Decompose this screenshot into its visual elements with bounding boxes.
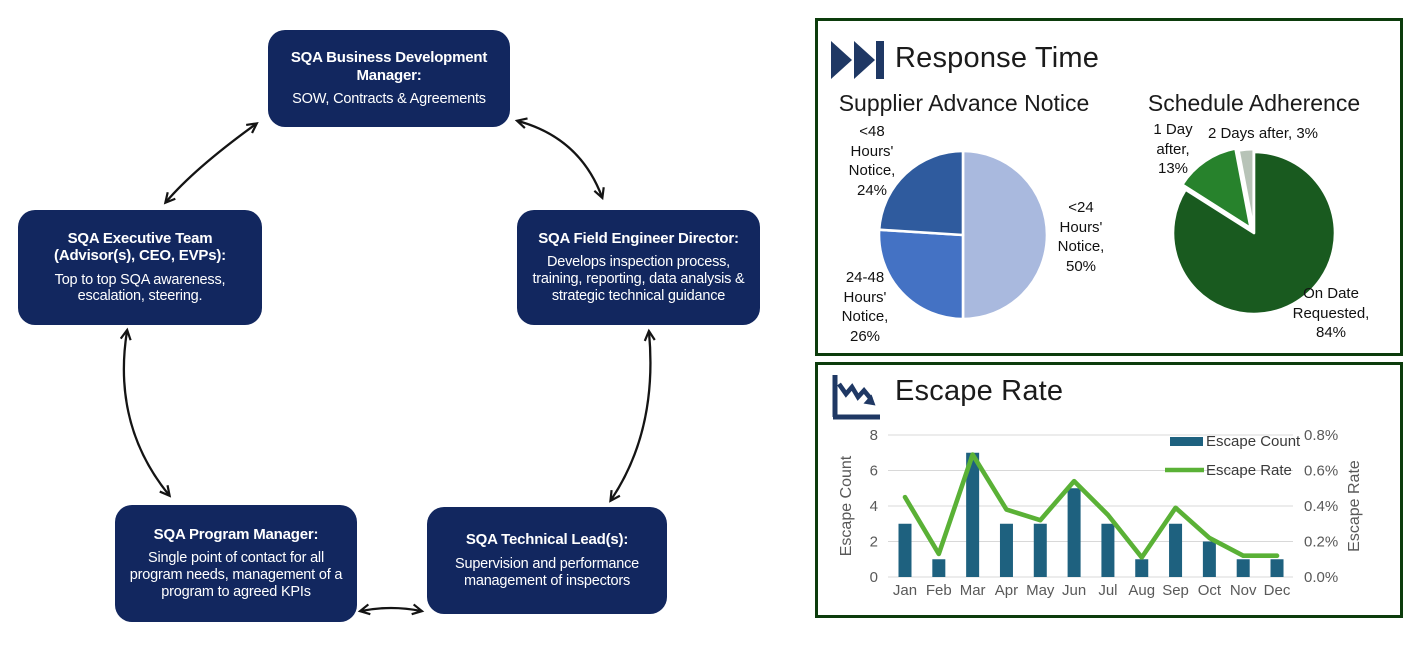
svg-text:Apr: Apr: [995, 582, 1018, 599]
pie-title-schedule-adherence: Schedule Adherence: [1147, 90, 1361, 116]
svg-text:May: May: [1026, 582, 1055, 599]
svg-text:Mar: Mar: [960, 582, 986, 599]
svg-text:2: 2: [870, 534, 878, 551]
box-body: Develops inspection process, training, r…: [532, 254, 745, 305]
svg-text:Nov: Nov: [1230, 582, 1257, 599]
svg-text:Jun: Jun: [1062, 582, 1086, 599]
box-title: SQA Business Development Manager:: [290, 49, 488, 84]
svg-text:Jul: Jul: [1098, 582, 1117, 599]
pie-label-on-date-requested: On Date Requested, 84%: [1292, 285, 1370, 341]
diagram-box-program-manager: SQA Program Manager: Single point of con…: [115, 505, 357, 622]
arrow-executive-to-program-manager: [119, 327, 172, 498]
box-body: SOW, Contracts & Agreements: [292, 90, 486, 107]
box-body: Top to top SQA awareness, escalation, st…: [54, 271, 226, 305]
box-title: SQA Technical Lead(s):: [465, 531, 629, 549]
svg-text:4: 4: [870, 498, 878, 515]
box-body: Supervision and performance management o…: [454, 555, 639, 589]
arrow-program-manager-to-technical-leads: [357, 603, 425, 616]
svg-text:0.4%: 0.4%: [1304, 498, 1338, 515]
pie-label-2-days-after: 2 Days after, 3%: [1207, 125, 1319, 142]
svg-text:Oct: Oct: [1198, 582, 1222, 599]
svg-text:Sep: Sep: [1162, 582, 1189, 599]
pie-label-lt24-hours: <24 Hours' Notice, 50%: [1057, 199, 1105, 275]
pie-label-24-48-hours: 24-48 Hours' Notice, 26%: [841, 269, 889, 345]
supplier-advance-notice-pie: [877, 149, 1049, 321]
arrow-business-to-field-engineer: [514, 117, 605, 201]
fast-forward-icon: [828, 38, 886, 82]
box-title: SQA Executive Team (Advisor(s), CEO, EVP…: [54, 229, 226, 265]
box-title: SQA Program Manager:: [153, 526, 319, 544]
panel-title-response-time: Response Time: [895, 42, 1100, 74]
org-cycle-diagram: SQA Business Development Manager: SOW, C…: [18, 30, 760, 622]
escape-rate-panel: Escape Rate 0 0.0% 2 0.2% 4 0.4% 6 0.6% 8 0.8% Jan…: [815, 362, 1403, 618]
svg-text:0.2%: 0.2%: [1304, 534, 1338, 551]
svg-text:Escape Rate: Escape Rate: [1206, 462, 1292, 479]
diagram-box-technical-leads: SQA Technical Lead(s): Supervision and p…: [427, 507, 667, 614]
svg-text:6: 6: [870, 463, 878, 480]
diagram-box-executive-team: SQA Executive Team (Advisor(s), CEO, EVP…: [18, 210, 262, 325]
box-title: SQA Field Engineer Director:: [538, 230, 739, 248]
response-time-panel: Response Time Supplier Advance Notice Sc…: [815, 18, 1403, 356]
svg-text:0.0%: 0.0%: [1304, 569, 1338, 586]
svg-text:Escape Count: Escape Count: [1206, 433, 1301, 450]
svg-text:Aug: Aug: [1128, 582, 1155, 599]
escape-rate-combo-chart: 0 0.0% 2 0.2% 4 0.4% 6 0.6% 8 0.8% Jan Feb Mar Apr May…: [838, 427, 1363, 599]
svg-text:8: 8: [870, 427, 878, 444]
declining-chart-icon: [828, 372, 884, 422]
svg-text:Dec: Dec: [1264, 582, 1291, 599]
arrow-executive-to-business: [163, 122, 259, 205]
pie-title-supplier-advance-notice: Supplier Advance Notice: [838, 90, 1090, 116]
svg-text:Jan: Jan: [893, 582, 917, 599]
svg-text:Escape Rate: Escape Rate: [1346, 460, 1363, 552]
panel-title-escape-rate: Escape Rate: [895, 375, 1064, 407]
svg-text:0.8%: 0.8%: [1304, 427, 1338, 444]
svg-text:Escape Count: Escape Count: [838, 455, 855, 556]
pie-label-lt48-hours: <48 Hours' Notice, 24%: [848, 123, 896, 199]
box-body: Single point of contact for all program …: [129, 550, 343, 601]
diagram-box-field-engineer-director: SQA Field Engineer Director: Develops in…: [517, 210, 760, 325]
svg-text:0: 0: [870, 569, 878, 586]
diagram-box-business-development: SQA Business Development Manager: SOW, C…: [268, 30, 510, 127]
svg-text:Feb: Feb: [926, 582, 952, 599]
arrow-field-engineer-to-technical-leads: [609, 328, 656, 503]
schedule-adherence-pie: [1171, 147, 1337, 316]
svg-text:0.6%: 0.6%: [1304, 463, 1338, 480]
pie-label-1-day-after: 1 Day after, 13%: [1153, 121, 1193, 177]
